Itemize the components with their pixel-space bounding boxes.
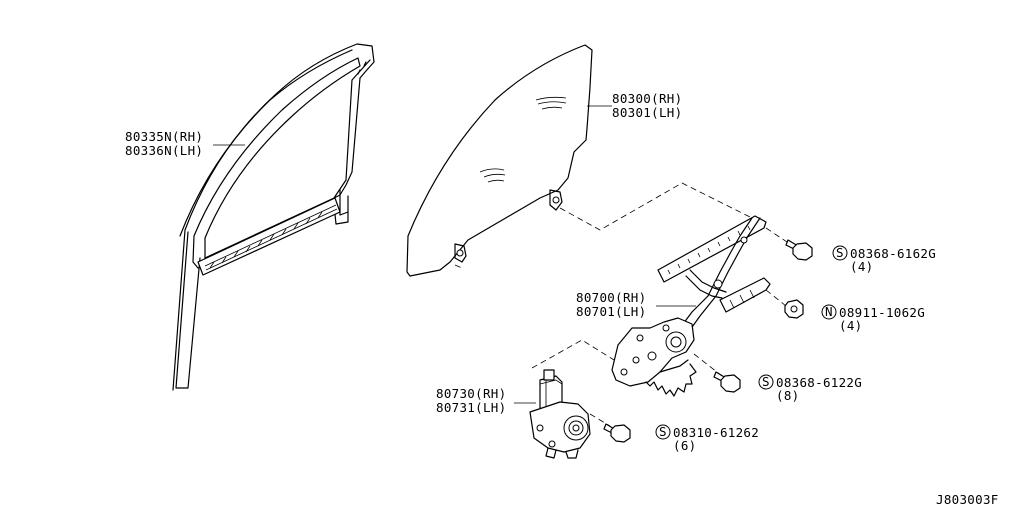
- fastener-1-qty: (4): [850, 259, 873, 274]
- glass-part-label: 80300(RH) 80301(LH): [587, 91, 682, 120]
- fastener-2-part-number: 08911-1062G: [839, 305, 925, 320]
- fastener-1-part-number: 08368-6162G: [850, 246, 936, 261]
- glass-lh-part-number: 80301(LH): [612, 105, 682, 120]
- window-regulator-drawing: [611, 215, 771, 397]
- sash-lh-part-number: 80336N(LH): [125, 143, 203, 158]
- fastener-1: S 08368-6162G (4): [765, 227, 936, 274]
- door-sash-drawing: [172, 43, 375, 391]
- fastener-3-part-number: 08368-6122G: [776, 375, 862, 390]
- motor-part-label: 80730(RH) 80731(LH): [436, 386, 536, 415]
- fastener-4-symbol: S: [659, 424, 667, 439]
- fastener-2-qty: (4): [839, 318, 862, 333]
- fastener-4-qty: (6): [673, 438, 696, 453]
- fastener-2-symbol: N: [825, 304, 833, 319]
- sash-rh-part-number: 80335N(RH): [125, 129, 203, 144]
- fastener-4: S 08310-61262 (6): [589, 413, 759, 453]
- fastener-3: S 08368-6122G (8): [693, 353, 862, 403]
- regulator-lh-part-number: 80701(LH): [576, 304, 646, 319]
- fastener-1-symbol: S: [836, 245, 844, 260]
- motor-lh-part-number: 80731(LH): [436, 400, 506, 415]
- regulator-motor-drawing: [529, 369, 591, 459]
- door-glass-drawing: [406, 44, 593, 277]
- fastener-2: N 08911-1062G (4): [765, 289, 925, 333]
- glass-rh-part-number: 80300(RH): [612, 91, 682, 106]
- diagram-code: J803003F: [936, 492, 999, 507]
- fastener-3-qty: (8): [776, 388, 799, 403]
- fastener-3-symbol: S: [762, 374, 770, 389]
- sash-part-label: 80335N(RH) 80336N(LH): [125, 129, 245, 158]
- fastener-4-part-number: 08310-61262: [673, 425, 759, 440]
- regulator-part-label: 80700(RH) 80701(LH): [576, 290, 696, 319]
- motor-rh-part-number: 80730(RH): [436, 386, 506, 401]
- regulator-rh-part-number: 80700(RH): [576, 290, 646, 305]
